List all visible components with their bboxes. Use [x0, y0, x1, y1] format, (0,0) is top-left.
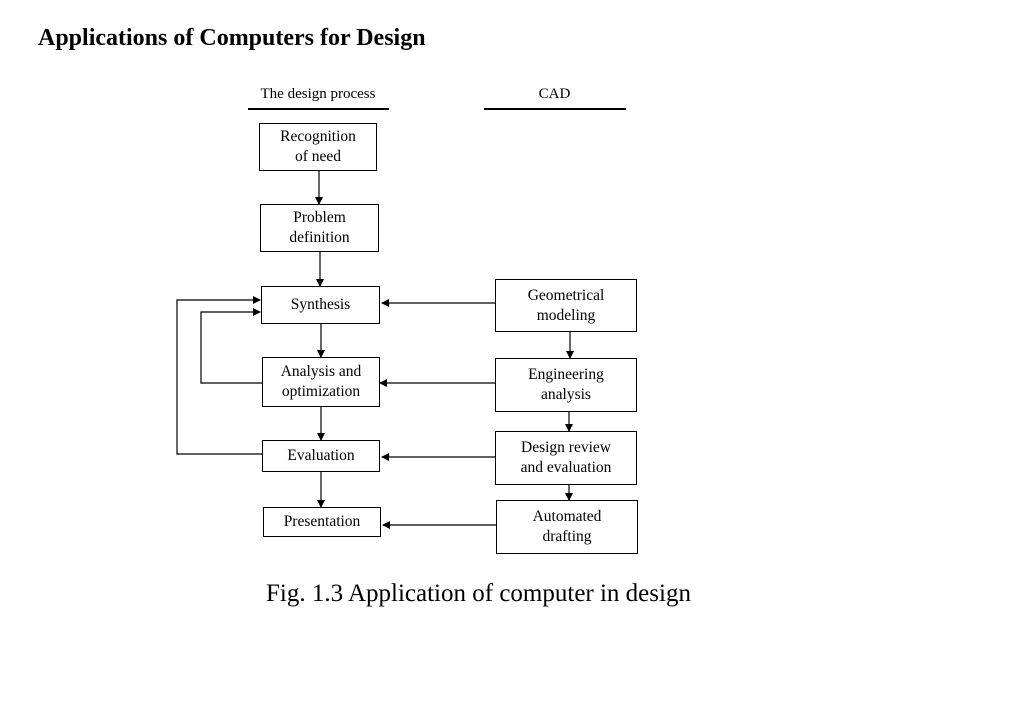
box-engineering-analysis: Engineering analysis: [495, 358, 637, 412]
page-title: Applications of Computers for Design: [38, 25, 426, 51]
box-synthesis: Synthesis: [261, 286, 380, 324]
feedback-analysis-to-synthesis: [200, 308, 262, 384]
box-problem-definition: Problem definition: [260, 204, 379, 252]
box-design-review-and-evaluation: Design review and evaluation: [495, 431, 637, 485]
column-header-design-process: The design process: [260, 86, 376, 102]
column-underline-cad: [484, 108, 626, 110]
feedback-evaluation-to-synthesis: [176, 296, 262, 455]
column-underline-design-process: [248, 108, 389, 110]
box-analysis-and-optimization: Analysis and optimization: [262, 357, 380, 407]
column-header-cad: CAD: [538, 86, 571, 102]
box-evaluation: Evaluation: [262, 440, 380, 472]
figure-caption: Fig. 1.3 Application of computer in desi…: [266, 580, 691, 607]
box-recognition-of-need: Recognition of need: [259, 123, 377, 171]
box-automated-drafting: Automated drafting: [496, 500, 638, 554]
box-presentation: Presentation: [263, 507, 381, 537]
box-geometrical-modeling: Geometrical modeling: [495, 279, 637, 332]
